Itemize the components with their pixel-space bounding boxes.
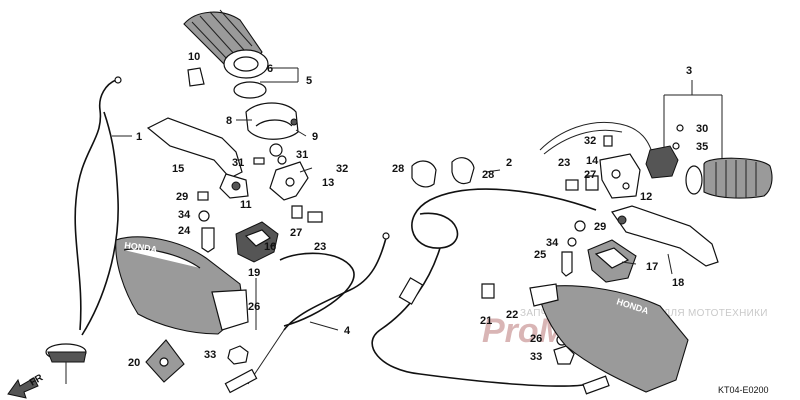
callout-23-left: 23 (314, 241, 326, 253)
throttle-housing (245, 102, 299, 157)
throttle-cable (45, 76, 122, 384)
cable-clamps (411, 157, 475, 188)
grip-right (645, 124, 773, 199)
callout-4: 4 (344, 325, 351, 337)
callout-32-left: 32 (336, 163, 348, 175)
switch-housing-16 (235, 221, 279, 263)
callout-10: 10 (188, 51, 200, 63)
brake-cable-2 (371, 188, 610, 395)
callout-34-left: 34 (178, 209, 191, 221)
callout-13: 13 (322, 177, 334, 189)
callout-21: 21 (480, 315, 492, 327)
callout-14: 14 (586, 155, 599, 167)
callout-26-left: 26 (248, 301, 260, 313)
callout-19: 19 (248, 267, 260, 279)
switch-cable-top (539, 121, 655, 161)
callout-27-right: 27 (584, 169, 596, 181)
callout-18: 18 (672, 277, 684, 289)
callout-8: 8 (226, 115, 232, 127)
callout-3: 3 (686, 65, 692, 77)
nut-33-left (227, 345, 249, 365)
callout-28-left: 28 (392, 163, 404, 175)
callout-35: 35 (696, 141, 708, 153)
callout-23-right: 23 (558, 157, 570, 169)
small-bracket-10 (187, 67, 205, 87)
bracket-12 (599, 153, 641, 199)
callout-11: 11 (240, 199, 252, 211)
callout-34-right: 34 (546, 237, 559, 249)
callout-28-right: 28 (482, 169, 494, 181)
callout-1: 1 (136, 131, 142, 143)
leader-lines (112, 67, 723, 331)
callout-32-right: 32 (584, 135, 596, 147)
fasteners-right (481, 135, 613, 365)
handguard-right: HONDA (529, 283, 689, 393)
clutch-cable (224, 232, 390, 394)
brake-lever-right (611, 205, 719, 267)
callout-26-right: 26 (530, 333, 542, 345)
callout-6: 6 (267, 63, 273, 75)
callout-15: 15 (172, 163, 184, 175)
brake-lever-left (146, 117, 249, 199)
callout-9: 9 (312, 131, 318, 143)
throttle-grip (183, 9, 269, 99)
callout-16: 16 (264, 241, 276, 253)
callout-24: 24 (178, 225, 191, 237)
callout-31-right: 31 (296, 149, 308, 161)
callout-30: 30 (696, 123, 708, 135)
diagram-code: KT04-E0200 (718, 385, 769, 395)
callout-33-right: 33 (530, 351, 542, 363)
callout-numbers: 1 2 3 4 5 6 8 9 10 11 12 13 14 15 16 17 … (128, 51, 708, 369)
direction-arrow: FR (7, 372, 46, 399)
callout-5: 5 (306, 75, 312, 87)
callout-22: 22 (506, 309, 518, 321)
callout-33-left: 33 (204, 349, 216, 361)
callout-2: 2 (506, 157, 512, 169)
bracket-20 (145, 339, 185, 383)
callout-29-left: 29 (176, 191, 188, 203)
callout-20: 20 (128, 357, 140, 369)
lever-bracket (269, 161, 313, 201)
handguard-left: HONDA (115, 236, 249, 335)
callout-31-left: 31 (232, 157, 244, 169)
callout-25: 25 (534, 249, 546, 261)
brand-left: HONDA (124, 240, 159, 255)
callout-12: 12 (640, 191, 652, 203)
fasteners-left (197, 155, 323, 253)
switch-housing-17 (587, 239, 637, 283)
callout-27-left: 27 (290, 227, 302, 239)
callout-29-right: 29 (594, 221, 606, 233)
callout-17: 17 (646, 261, 658, 273)
